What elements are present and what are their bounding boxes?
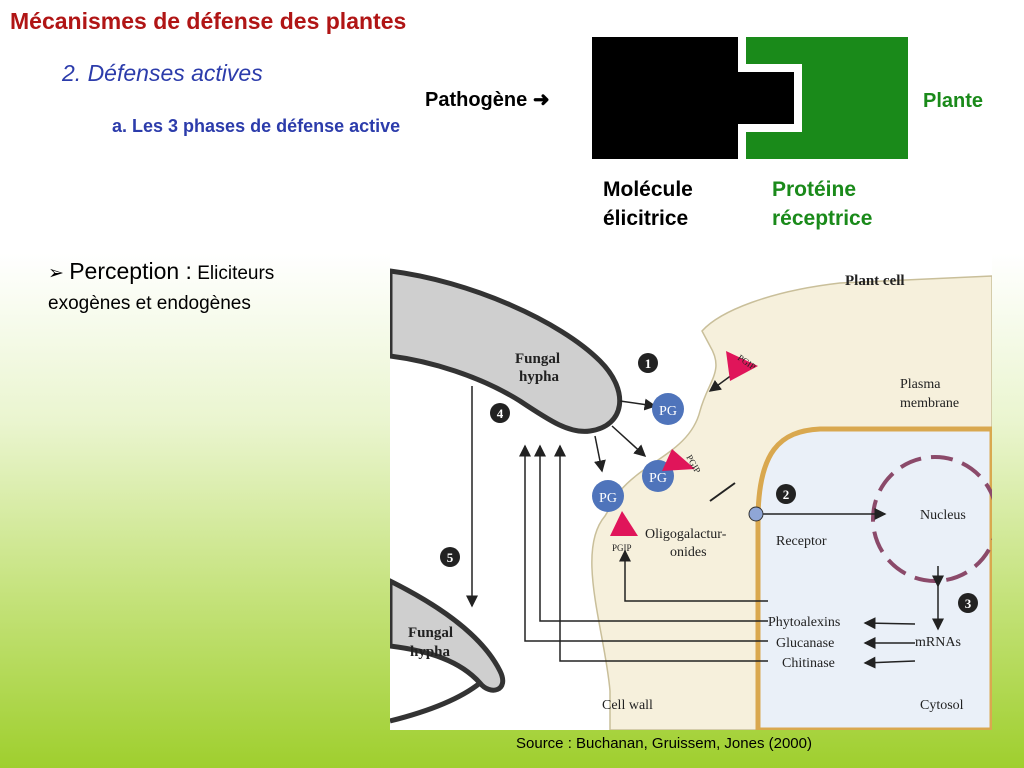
section-heading: a. Les 3 phases de défense active: [112, 116, 401, 136]
fungal-hypha-top: [387, 268, 623, 434]
step-4-badge: 4: [490, 403, 510, 423]
cell-wall-label: Cell wall: [602, 698, 653, 713]
source-citation: Source : Buchanan, Gruissem, Jones (2000…: [516, 735, 812, 752]
oligo-stairs: [709, 482, 736, 502]
svg-text:5: 5: [447, 550, 454, 565]
svg-text:PG: PG: [649, 471, 667, 486]
receptor-icon: [748, 506, 764, 522]
arrow-to-pgip: [619, 549, 768, 602]
arrow-glucanase-up: [519, 444, 768, 642]
protein-label-line1: Protéine: [772, 178, 857, 201]
molecule-label-line1: Molécule: [603, 178, 693, 201]
glucanase-label: Glucanase: [776, 636, 834, 651]
nucleus-label: Nucleus: [920, 508, 966, 523]
molecule-label: Molécule élicitrice: [603, 175, 693, 233]
cytosol-label: Cytosol: [920, 698, 964, 713]
plasma-membrane-label-1: Plasma: [900, 377, 941, 392]
arrow-chitinase-up: [554, 444, 768, 662]
step-2-badge: 2: [776, 484, 796, 504]
fungal-hypha-bottom-label-1: Fungal: [408, 625, 453, 641]
pg-icon: PG: [652, 393, 684, 425]
chitinase-label: Chitinase: [782, 656, 835, 671]
bullet-perception: ➢ Perception : Eliciteurs exogènes et en…: [48, 256, 368, 319]
bullet-text-line2: exogènes et endogènes: [48, 293, 251, 314]
protein-label: Protéine réceptrice: [772, 175, 872, 233]
svg-text:PG: PG: [659, 404, 677, 419]
pg-icon: PG: [592, 480, 624, 512]
mrnas-label: mRNAs: [915, 635, 961, 650]
step-3-badge: 3: [958, 593, 978, 613]
pathogen-label: Pathogène ➜: [425, 87, 550, 112]
arrow-right-icon: ➜: [532, 89, 550, 111]
oligo-label-1: Oligogalactur-: [645, 527, 727, 542]
oligo-label-2: onides: [670, 545, 707, 560]
fungal-hypha-top-label-1: Fungal: [515, 351, 560, 367]
arrow-mrna-chit: [863, 656, 916, 669]
plasma-membrane: [755, 426, 995, 733]
pgip-icon: [610, 511, 638, 536]
molecule-label-line2: élicitrice: [603, 207, 689, 230]
receptor-protein-block: [746, 37, 908, 159]
bullet-lead: Perception :: [69, 258, 192, 284]
receptor-label: Receptor: [776, 534, 827, 549]
arrow-phytoalexins-up: [534, 444, 768, 622]
pgip-icon: [662, 449, 695, 471]
svg-text:3: 3: [965, 596, 972, 611]
protein-label-line2: réceptrice: [772, 207, 873, 230]
arrow-to-pg-3: [594, 435, 606, 473]
plasma-membrane-label-2: membrane: [900, 396, 959, 411]
slide-subtitle: 2. Défenses actives: [62, 60, 263, 86]
arrow-to-pg-2: [611, 425, 647, 458]
plant-label: Plante: [923, 90, 984, 112]
bullet-text-line1: Eliciteurs: [197, 263, 275, 284]
plant-cell-label: Plant cell: [845, 273, 905, 289]
fungal-hypha-top-label-2: hypha: [519, 369, 560, 385]
defense-figure: PG PG PG 1 2 3 4 5 Plant cell Fungal hyp…: [387, 251, 999, 733]
elicitor-molecule-block: [592, 37, 738, 159]
elicitor-receptor-schema: [592, 37, 908, 159]
fungal-hypha-bottom-label-2: hypha: [410, 644, 451, 660]
svg-text:2: 2: [783, 487, 790, 502]
step-5-badge: 5: [440, 547, 460, 567]
step-1-badge: 1: [638, 353, 658, 373]
pathogen-label-text: Pathogène: [425, 89, 528, 111]
phytoalexins-label: Phytoalexins: [768, 615, 840, 630]
svg-text:1: 1: [645, 356, 652, 371]
arrow-to-pg-1: [619, 398, 657, 411]
elicitor-key: [738, 72, 794, 124]
pgip-label: PGIP: [612, 543, 632, 553]
defense-figure-svg: PG PG PG 1 2 3 4 5 Plant cell Fungal hyp…: [387, 268, 999, 733]
fungal-hypha-bottom: [387, 576, 505, 693]
pgip-icon: [726, 351, 758, 381]
svg-text:PG: PG: [599, 491, 617, 506]
bullet-marker-icon: ➢: [48, 263, 64, 284]
slide-title: Mécanismes de défense des plantes: [10, 8, 407, 34]
svg-text:4: 4: [497, 406, 504, 421]
arrow-mrna-phyto: [863, 617, 916, 630]
